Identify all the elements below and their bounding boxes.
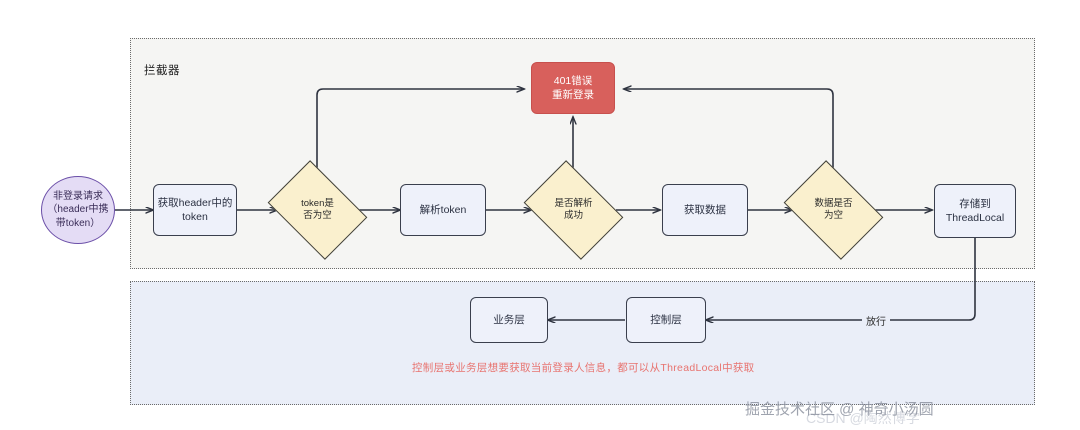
node-business-layer[interactable]: 业务层 [470,297,548,343]
threadlocal-note: 控制层或业务层想要获取当前登录人信息，都可以从ThreadLocal中获取 [412,362,755,374]
edge-label-pass-through: 放行 [862,313,890,328]
service-layer-container [130,281,1035,405]
data-empty-label: 数据是否 为空 [814,197,853,221]
node-store-threadlocal[interactable]: 存储到 ThreadLocal [934,184,1016,238]
node-error-401[interactable]: 401错误 重新登录 [531,62,615,114]
parse-success-label: 是否解析 成功 [554,197,593,221]
node-data-empty[interactable]: 数据是否 为空 [783,160,884,260]
node-parse-token[interactable]: 解析token [400,184,486,236]
node-token-empty[interactable]: token是 否为空 [267,160,368,260]
node-get-header-token[interactable]: 获取header中的 token [153,184,237,236]
node-start[interactable]: 非登录请求 （header中携 带token） [41,176,115,244]
node-parse-success[interactable]: 是否解析 成功 [523,160,624,260]
node-get-data[interactable]: 获取数据 [662,184,748,236]
watermark-secondary: CSDN @陶然博学 [806,410,920,426]
interceptor-container-label: 拦截器 [144,65,180,77]
node-controller-layer[interactable]: 控制层 [626,297,706,343]
token-empty-label: token是 否为空 [301,197,334,221]
watermark-primary: 掘金技术社区 @ 神奇小汤圆 [745,401,934,418]
